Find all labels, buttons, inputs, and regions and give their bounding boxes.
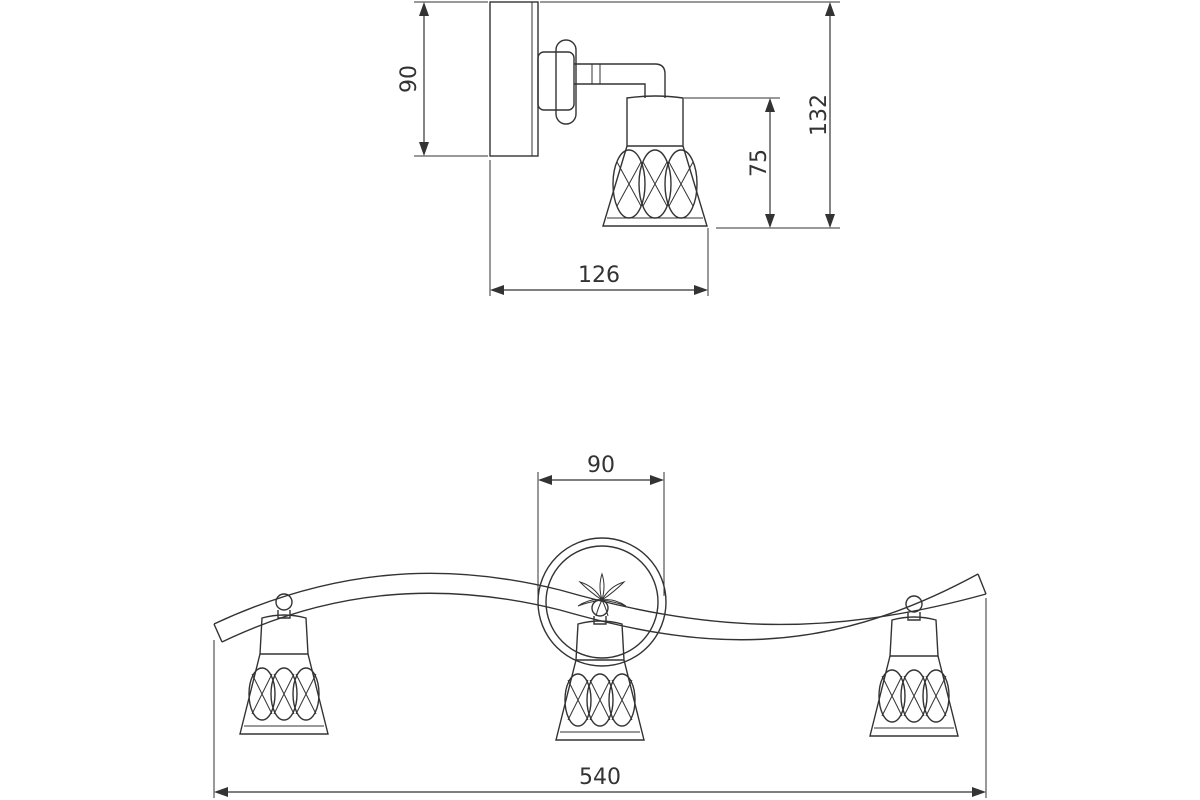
side-shade	[602, 95, 708, 227]
wall-plate	[489, 1, 539, 157]
spotlight-left	[239, 593, 329, 735]
dim-mount-height: 90	[397, 1, 488, 157]
spotlight-center	[555, 599, 645, 741]
dim-label-90-front: 90	[587, 453, 615, 478]
dim-label-90-side: 90	[397, 65, 422, 93]
spotlight-right	[869, 595, 959, 737]
dim-label-75: 75	[747, 149, 772, 177]
wavy-bar	[213, 572, 987, 643]
front-view: 90 540	[213, 453, 987, 798]
dim-label-126: 126	[578, 263, 620, 288]
arm	[574, 63, 666, 98]
side-view: 90 126 75 132	[397, 1, 840, 296]
dim-width: 126	[489, 160, 709, 296]
dim-shade-height: 75	[684, 97, 780, 229]
dim-base-diameter: 90	[537, 453, 665, 596]
round-base	[537, 537, 667, 667]
dim-overall-width: 540	[213, 598, 987, 798]
dim-total-height: 132	[540, 1, 840, 229]
dim-label-132: 132	[807, 94, 832, 136]
dim-label-540: 540	[579, 765, 621, 790]
